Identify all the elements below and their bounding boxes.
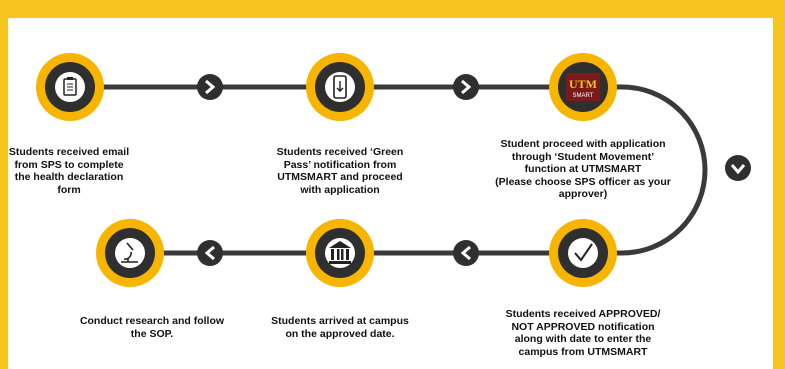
utm-smart-logo <box>566 73 600 101</box>
step-2-label: Students received ‘Green Pass’ notificat… <box>276 146 404 196</box>
chevron-left-icon <box>453 240 479 266</box>
step-1-node <box>36 53 104 121</box>
smart-logo-text: SMART <box>573 93 594 99</box>
step-3-node: UTM SMART <box>549 53 617 121</box>
flow-connector <box>70 84 708 256</box>
building-icon <box>329 241 351 264</box>
clipboard-icon <box>63 77 77 96</box>
content-panel <box>8 18 773 369</box>
step-2-node <box>306 53 374 121</box>
chevron-right-icon <box>453 74 479 100</box>
step-5-node <box>306 219 374 287</box>
step-3-label: Student proceed with application through… <box>495 138 671 200</box>
chevron-down-icon <box>725 155 751 181</box>
step-1-label: Students received email from SPS to comp… <box>8 146 130 196</box>
chevron-left-icon <box>197 240 223 266</box>
microscope-icon <box>121 242 138 263</box>
step-5-label: Students arrived at campus on the approv… <box>271 315 409 340</box>
utm-logo-text: UTM <box>569 77 597 91</box>
step-4-label: Students received APPROVED/ NOT APPROVED… <box>505 308 661 358</box>
checkmark-icon <box>574 243 593 262</box>
step-4-node <box>549 219 617 287</box>
phone-icon <box>333 75 347 99</box>
step-6-node <box>96 219 164 287</box>
step-6-label: Conduct research and follow the SOP. <box>79 315 225 340</box>
chevron-right-icon <box>197 74 223 100</box>
